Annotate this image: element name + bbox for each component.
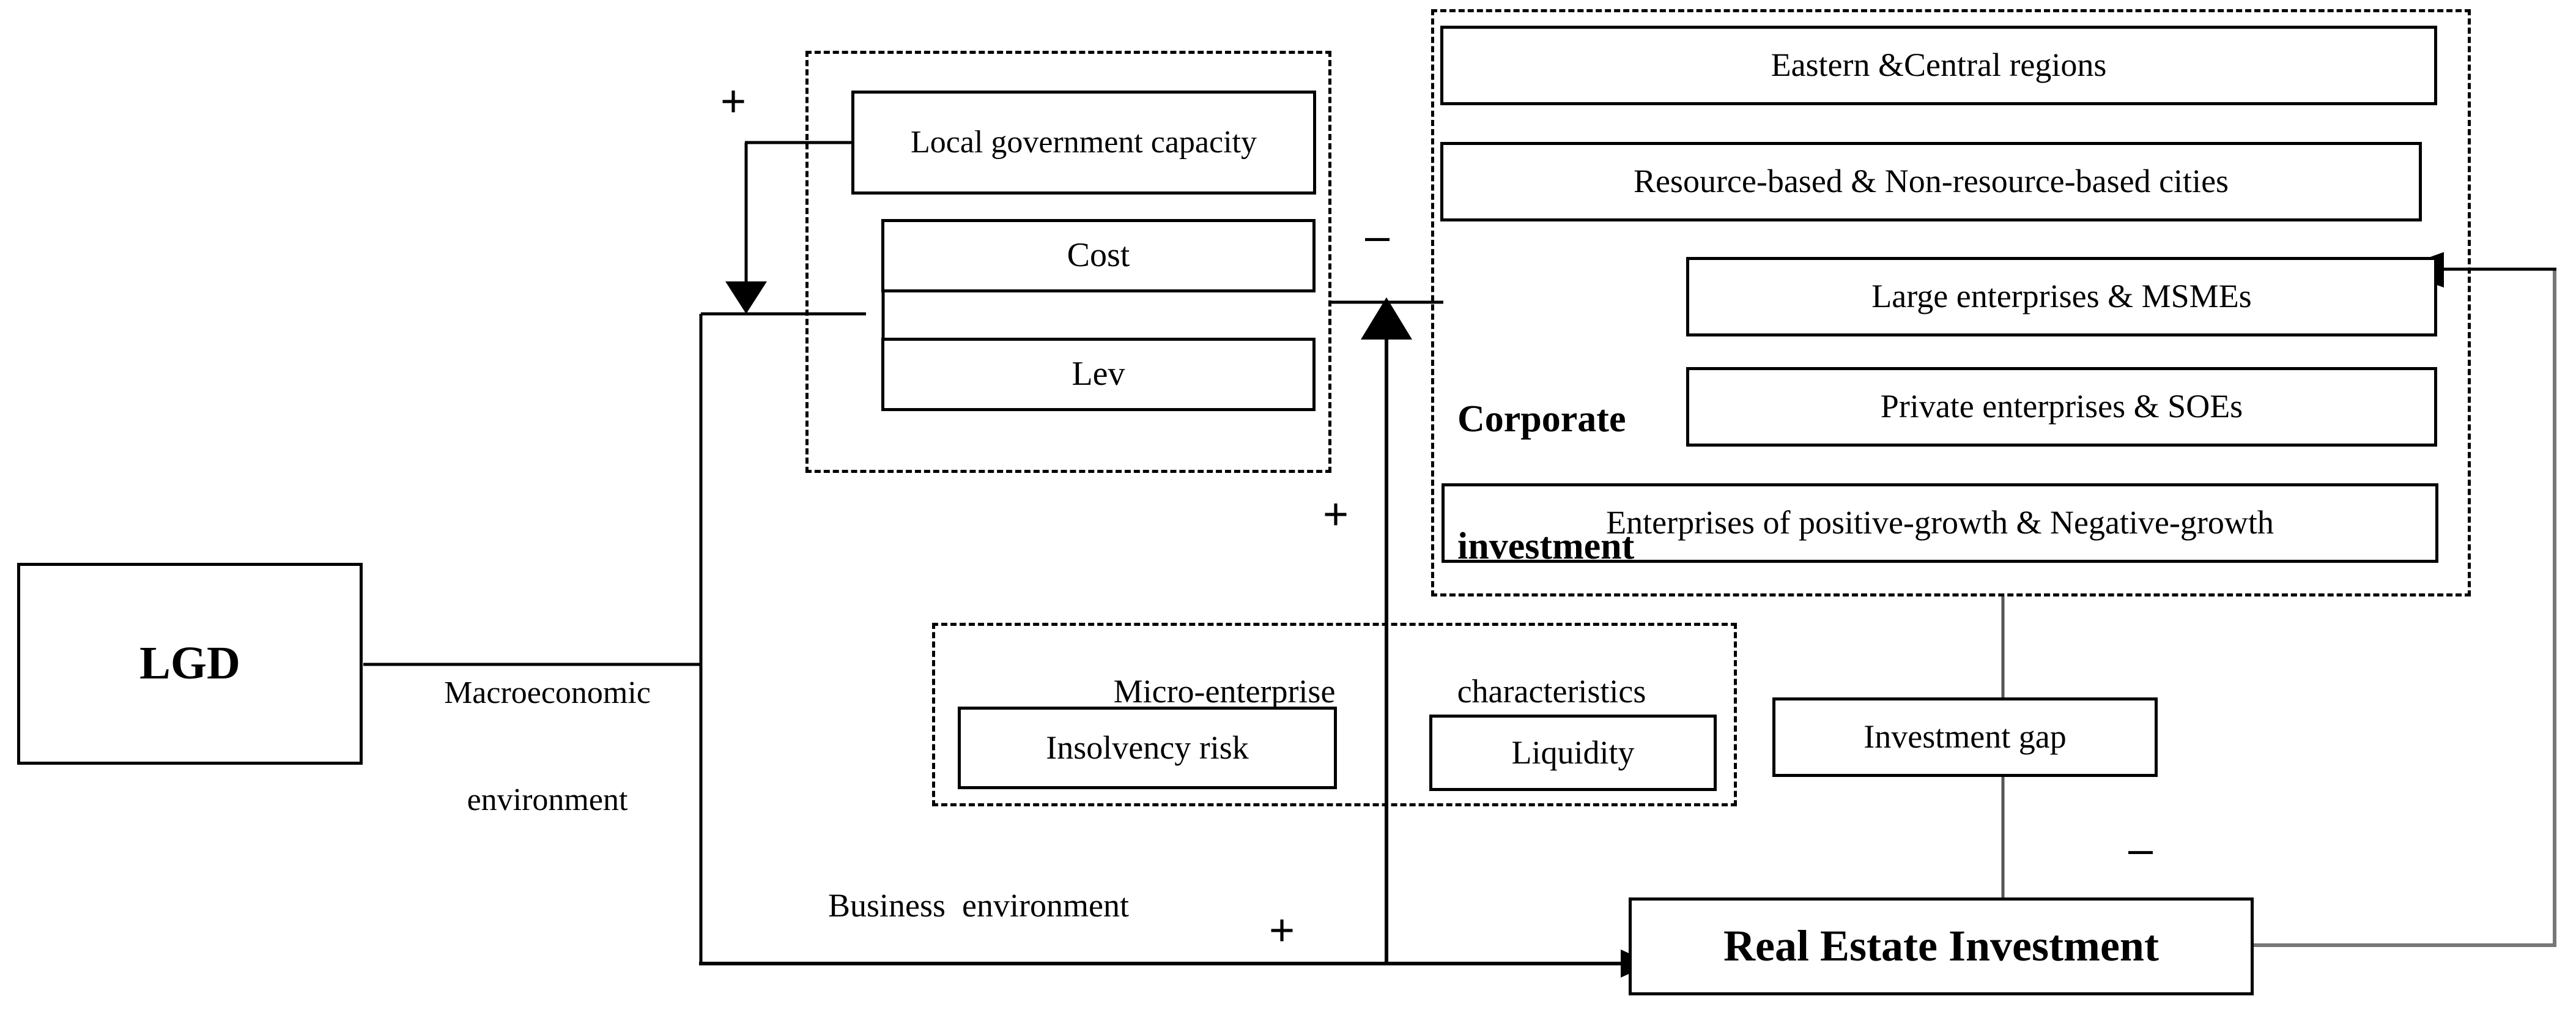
node-local-government-capacity[interactable]: Local government capacity [851, 91, 1316, 195]
node-investment-gap[interactable]: Investment gap [1772, 697, 2158, 777]
label-micro-enterprise-right: characteristics [1407, 636, 1664, 747]
node-real-estate-investment-label: Real Estate Investment [1723, 921, 2159, 971]
label-macroeconomic-environment-line2: environment [467, 782, 628, 818]
node-insolvency-risk[interactable]: Insolvency risk [958, 707, 1337, 789]
node-enterprises-growth-label: Enterprises of positive-growth & Negativ… [1606, 504, 2274, 541]
node-real-estate-investment[interactable]: Real Estate Investment [1629, 897, 2254, 995]
sign-plus-business-environment-text: + [1269, 906, 1295, 955]
corporate-investment-group-dashed-box [1431, 9, 2471, 596]
node-liquidity[interactable]: Liquidity [1429, 715, 1717, 791]
node-enterprises-growth[interactable]: Enterprises of positive-growth & Negativ… [1442, 483, 2438, 563]
node-lgd[interactable]: LGD [17, 563, 363, 765]
sign-minus-corporate-investment: – [1365, 214, 1390, 258]
label-micro-enterprise-left-text: Micro-enterprise [1113, 673, 1336, 710]
label-corporate-investment-line1: Corporate [1457, 398, 1626, 440]
node-large-enterprises-msmes-label: Large enterprises & MSMEs [1871, 278, 2252, 315]
node-cost-label: Cost [1067, 236, 1130, 275]
sign-plus-local-government-capacity: + [720, 80, 746, 124]
local-government-group-dashed-box [805, 51, 1331, 473]
node-investment-gap-label: Investment gap [1864, 718, 2067, 756]
sign-minus-investment-gap: – [2128, 827, 2153, 871]
sign-plus-micro-to-corporate-text: + [1323, 490, 1349, 539]
node-private-enterprises-soes-label: Private enterprises & SOEs [1880, 388, 2243, 425]
label-micro-enterprise-left: Micro-enterprise [1064, 636, 1352, 747]
node-local-government-capacity-label: Local government capacity [911, 125, 1257, 160]
node-cost[interactable]: Cost [881, 219, 1316, 292]
micro-enterprise-group-dashed-box [932, 623, 1737, 806]
node-lgd-label: LGD [139, 637, 240, 689]
node-large-enterprises-msmes[interactable]: Large enterprises & MSMEs [1686, 257, 2437, 336]
node-lev[interactable]: Lev [881, 338, 1316, 411]
node-insolvency-risk-label: Insolvency risk [1046, 729, 1249, 766]
sign-minus-corporate-investment-text: – [1365, 212, 1390, 261]
node-liquidity-label: Liquidity [1511, 734, 1635, 771]
label-macroeconomic-environment: Macroeconomic environment [394, 604, 700, 890]
sign-minus-investment-gap-text: – [2128, 825, 2153, 874]
sign-plus-micro-to-corporate: + [1323, 492, 1349, 537]
label-macroeconomic-environment-line1: Macroeconomic [444, 675, 651, 711]
node-private-enterprises-soes[interactable]: Private enterprises & SOEs [1686, 367, 2437, 447]
node-resource-based-cities-label: Resource-based & Non-resource-based citi… [1633, 163, 2229, 200]
label-corporate-investment: Corporate investment [1457, 313, 1690, 653]
arrowhead-up-to-corporate-investment [1361, 297, 1412, 340]
label-corporate-investment-line2: investment [1457, 526, 1635, 568]
label-business-environment: Business environment [795, 850, 1303, 961]
sign-plus-business-environment: + [1269, 908, 1295, 953]
node-eastern-central-regions-label: Eastern &Central regions [1771, 46, 2107, 84]
node-resource-based-cities[interactable]: Resource-based & Non-resource-based citi… [1440, 142, 2422, 221]
label-business-environment-text: Business environment [828, 887, 1129, 924]
label-micro-enterprise-right-text: characteristics [1457, 673, 1646, 710]
arrowhead-lgc-down [725, 281, 767, 314]
node-lev-label: Lev [1071, 355, 1125, 393]
sign-plus-local-government-capacity-text: + [720, 77, 747, 126]
node-eastern-central-regions[interactable]: Eastern &Central regions [1440, 26, 2437, 105]
